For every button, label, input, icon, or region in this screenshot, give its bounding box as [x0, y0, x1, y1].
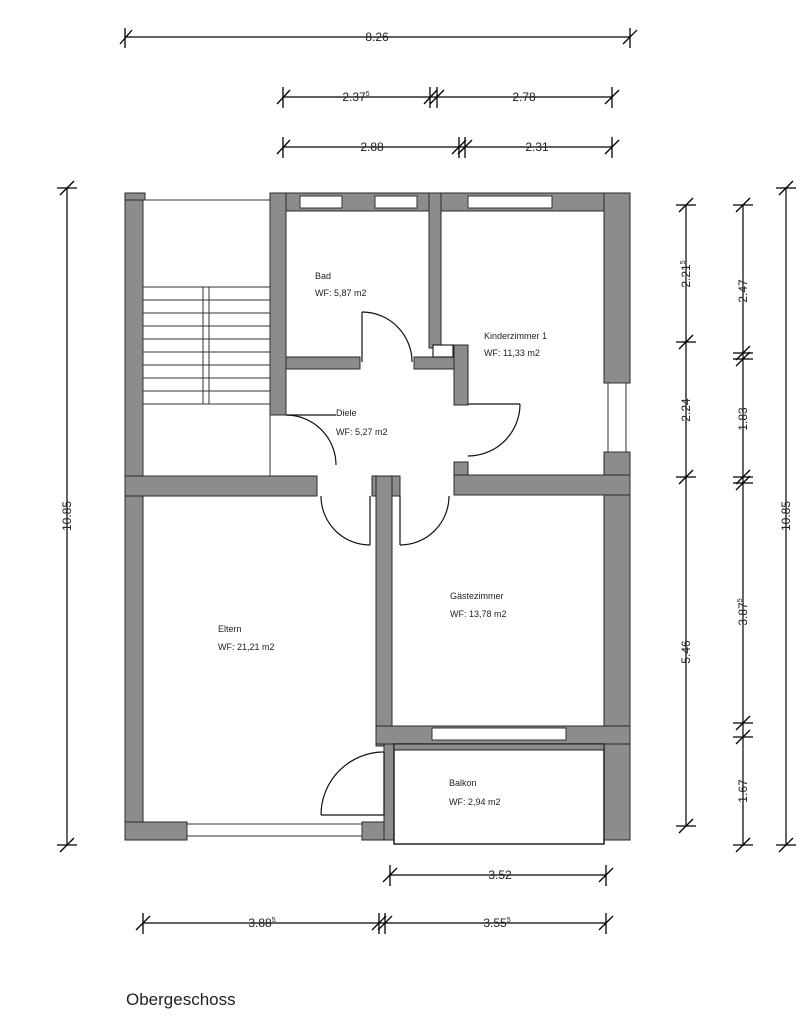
stair-hall [142, 199, 271, 477]
dim-right-outer-d: 1.67 [736, 779, 750, 803]
dim-right-inner-c: 5.46 [679, 640, 693, 664]
floor-title: Obergeschoss [126, 990, 236, 1009]
room-eltern-area: WF: 21,21 m2 [218, 642, 275, 652]
wall-eltern-top [124, 475, 318, 497]
room-diele-name: Diele [336, 408, 357, 418]
dimension-lines: 8.26 2.375 2.78 2.88 2.31 10.85 2.215 2.… [57, 28, 796, 934]
room-labels: Bad WF: 5,87 m2 Kinderzimmer 1 WF: 11,33… [218, 271, 547, 807]
room-bad-area: WF: 5,87 m2 [315, 288, 367, 298]
wall-exterior-right-upper [603, 192, 631, 384]
dim-left-total: 10.85 [60, 501, 74, 531]
wall-eltern-gaeste [375, 475, 393, 747]
dim-top-row3-b: 2.31 [525, 140, 549, 154]
dim-bottom-row1: 3.52 [488, 868, 512, 882]
wall-stair-right [269, 192, 287, 416]
dim-top-total: 8.26 [365, 30, 389, 44]
window-kinder-right [607, 382, 627, 453]
windows [186, 195, 627, 837]
dim-right-inner-b: 2.24 [679, 398, 693, 422]
dim-bottom-row2-b: 3.555 [483, 916, 510, 930]
window-kinder-top [467, 195, 553, 209]
window-bad-1 [299, 195, 343, 209]
wall-kinder-bottom [453, 474, 631, 496]
stairs [142, 199, 271, 477]
room-gaeste-name: Gästezimmer [450, 591, 504, 601]
wall-exterior-right-lower [603, 451, 631, 841]
wall-kinder-left [453, 344, 469, 406]
wall-exterior-left [124, 192, 144, 841]
room-kinder-name: Kinderzimmer 1 [484, 331, 547, 341]
wall-bad-bottom [285, 356, 361, 370]
room-bad-name: Bad [315, 271, 331, 281]
room-eltern-name: Eltern [218, 624, 242, 634]
dim-right-outer-c: 3.875 [736, 598, 750, 625]
doors [285, 311, 521, 816]
window-gaeste-bottom [431, 727, 567, 741]
window-bad-2 [374, 195, 418, 209]
room-kinder-area: WF: 11,33 m2 [484, 348, 540, 358]
dim-right-total: 10.85 [779, 501, 793, 531]
wall-bad-kinder [428, 192, 442, 349]
room-balkon-area: WF: 2,94 m2 [449, 797, 501, 807]
window-eltern-bottom [186, 823, 363, 837]
dim-top-row2-b: 2.78 [512, 90, 536, 104]
dim-right-outer-a: 2.47 [736, 279, 750, 303]
dim-top-row3-a: 2.88 [360, 140, 384, 154]
dim-top-row2-a: 2.375 [342, 90, 369, 104]
dim-right-outer-b: 1.83 [736, 407, 750, 431]
room-diele-area: WF: 5,27 m2 [336, 427, 388, 437]
dim-right-inner-a: 2.215 [679, 260, 693, 287]
balkon-outline [393, 743, 605, 845]
room-gaeste-area: WF: 13,78 m2 [450, 609, 507, 619]
wall-exterior-bottom-left [124, 821, 188, 841]
dim-bottom-row2-a: 3.885 [248, 916, 275, 930]
room-balkon-name: Balkon [449, 778, 477, 788]
balkon-parapet [393, 743, 605, 751]
wall-exterior-top-stair [124, 192, 146, 201]
